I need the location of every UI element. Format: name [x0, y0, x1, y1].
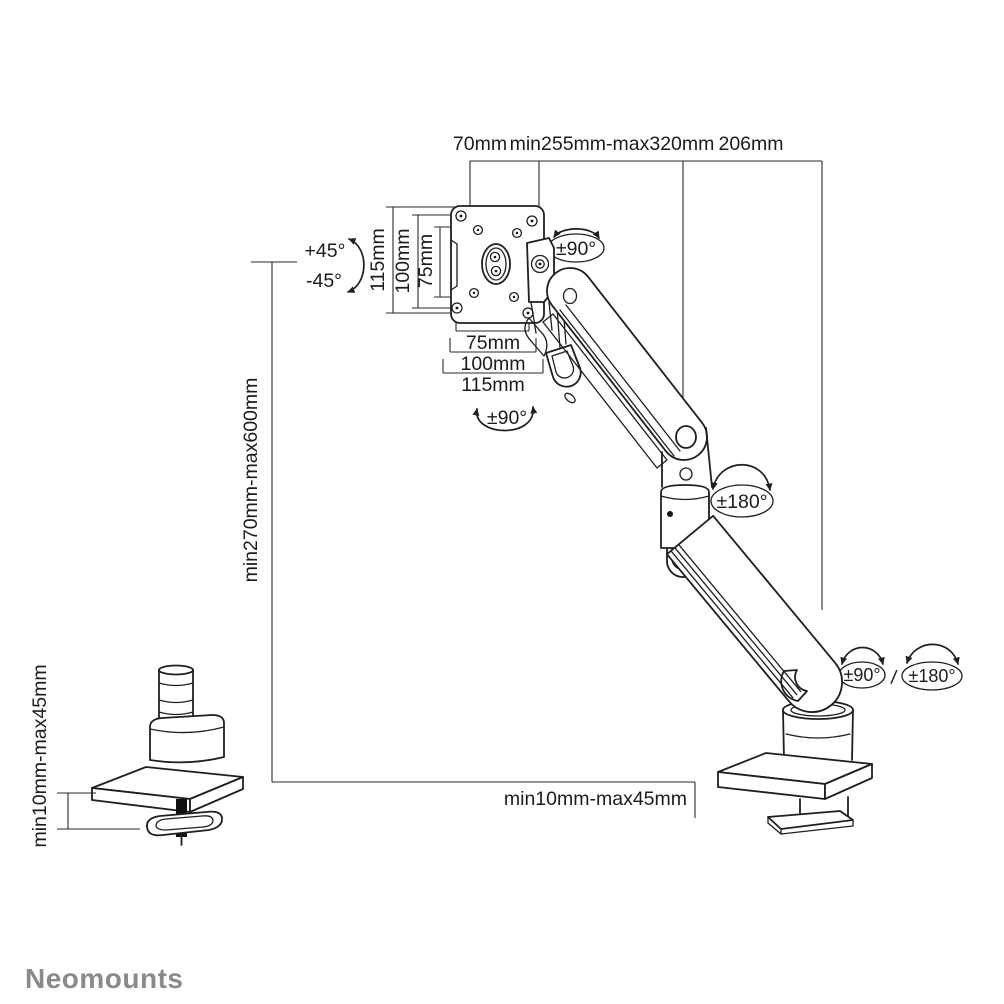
- tilt-cover-detail: [524, 317, 548, 357]
- tilt-head-bracket: [524, 237, 582, 388]
- vesa-rotation-annotation: ±90°: [472, 406, 538, 432]
- grommet-mount: min10mm-max45mm: [29, 664, 244, 848]
- vesa-rotation-label: ±90°: [487, 407, 527, 429]
- upper-arm: [542, 267, 708, 469]
- elbow-rotation-arrow-icon: [710, 464, 773, 491]
- height-dimension: min270mm-max600mm min10mm-max45mm: [240, 261, 696, 818]
- dim-vesa-v75: 75mm: [415, 234, 437, 288]
- top-dimension-lines: 70mm min255mm-max320mm 206mm: [453, 133, 823, 610]
- base-swivel-arrow-icon: [840, 646, 885, 665]
- base-rotation-label: ±180°: [908, 666, 955, 686]
- head-swivel-annotation: ±90°: [547, 228, 605, 263]
- dim-vesa-v100: 100mm: [392, 228, 414, 293]
- vesa-plate: [450, 205, 545, 324]
- grommet-pole-top: [158, 664, 194, 676]
- tilt-angle-annotation: +45° -45°: [305, 238, 365, 293]
- desk-clamp: [717, 752, 873, 835]
- base-separator: /: [890, 667, 899, 690]
- dim-lower-arm-reach: 206mm: [718, 133, 783, 155]
- base-swivel-label: ±90°: [843, 665, 880, 685]
- dim-vesa-h75: 75mm: [466, 332, 520, 354]
- vesa-vertical-dimensions: 115mm 100mm 75mm: [367, 206, 468, 314]
- release-tab: [545, 344, 582, 388]
- vesa-horizontal-dimensions: 75mm 100mm 115mm: [442, 316, 544, 396]
- lower-arm: [666, 514, 843, 713]
- grommet-foot: [146, 810, 223, 837]
- base-rotation-arrow-icon: [905, 643, 960, 665]
- lower-arm-end-slot: [780, 669, 808, 702]
- upper-arm-body: [546, 267, 708, 461]
- dim-vesa-h115: 115mm: [461, 374, 525, 396]
- elbow-rotation-annotation: ±180°: [710, 464, 774, 518]
- upper-arm-end-hole: [675, 425, 697, 449]
- elbow-rotation-label: ±180°: [716, 491, 767, 513]
- quick-release-knob: [481, 243, 511, 285]
- tilt-up-label: +45°: [305, 240, 346, 262]
- dim-height-range: min270mm-max600mm: [240, 378, 262, 583]
- vesa-rotation-arrow-icon: [472, 406, 538, 432]
- tilt-down-label: -45°: [306, 270, 342, 292]
- dim-vesa-v115: 115mm: [367, 228, 389, 292]
- spring-channel: [542, 313, 668, 469]
- head-swivel-label: ±90°: [556, 238, 596, 260]
- dim-vesa-h100: 100mm: [460, 353, 525, 375]
- brand-logo: Neomounts: [25, 963, 184, 994]
- dim-vesa-depth: 70mm: [453, 133, 507, 155]
- dim-grommet-thickness: min10mm-max45mm: [29, 664, 51, 847]
- grommet-base-bell: [149, 714, 225, 764]
- tilt-arrow-icon: [347, 238, 365, 293]
- head-swivel-arrow-icon: [553, 228, 600, 239]
- dim-upper-arm-reach: min255mm-max320mm: [510, 133, 715, 155]
- upper-arm-top-hole: [562, 287, 578, 305]
- base-rotation-annotation: ±90° / ±180°: [838, 643, 963, 691]
- lower-arm-body: [666, 514, 843, 713]
- clamp-foot: [767, 810, 854, 830]
- dim-clamp-thickness: min10mm-max45mm: [504, 788, 687, 810]
